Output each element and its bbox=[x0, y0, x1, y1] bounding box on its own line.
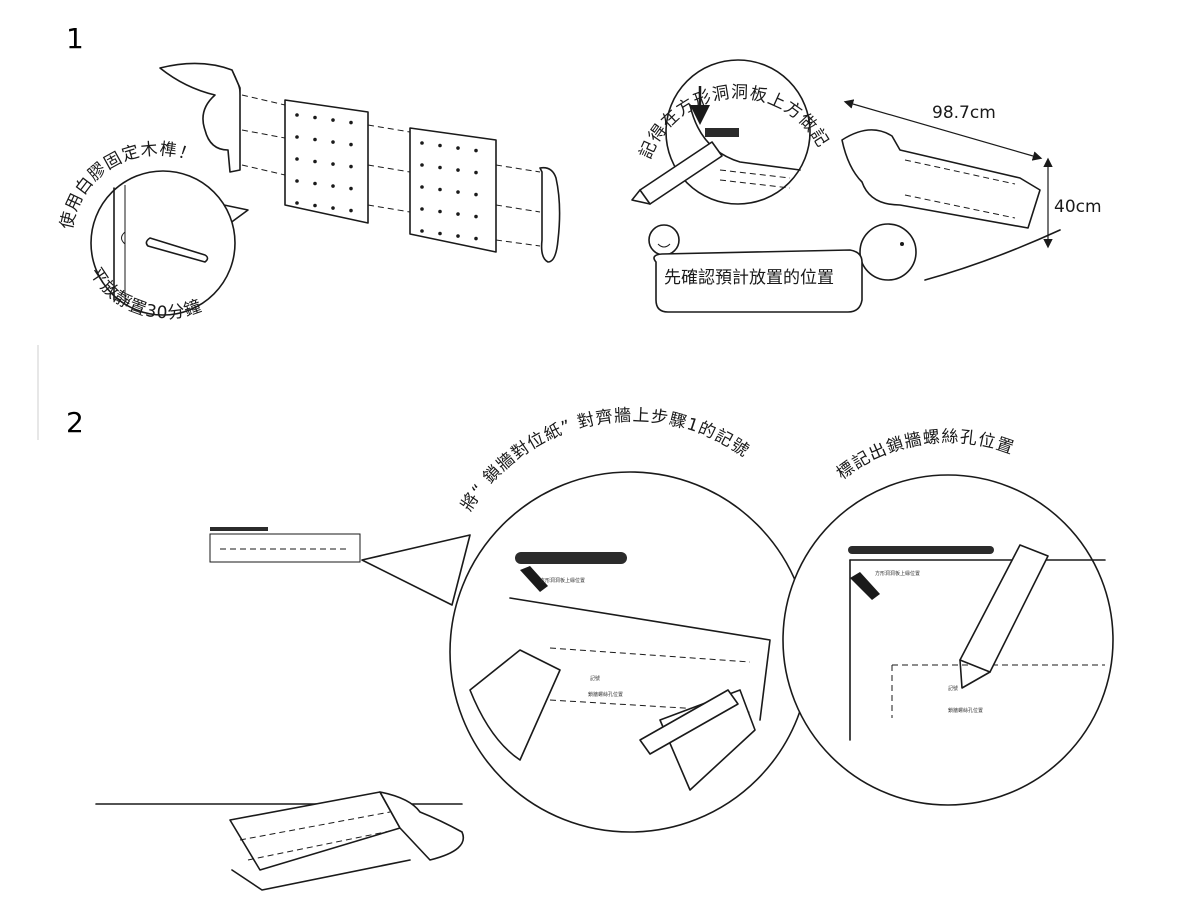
pegboard-panel-2 bbox=[409, 127, 497, 253]
height-label: 40cm bbox=[1054, 197, 1102, 217]
peg-hole bbox=[331, 206, 335, 210]
width-arrow bbox=[843, 99, 1043, 161]
peg-hole bbox=[349, 120, 353, 125]
peg-hole bbox=[420, 207, 424, 211]
step-2-number: 2 bbox=[66, 406, 84, 439]
peg-hole bbox=[474, 192, 478, 197]
dog-tail-piece bbox=[539, 166, 561, 263]
peg-hole bbox=[349, 164, 353, 169]
paper-hole-label: 鎖牆螺絲孔位置 bbox=[588, 691, 623, 698]
dog-face bbox=[859, 223, 917, 281]
peg-hole bbox=[456, 212, 460, 216]
pencil-mark bbox=[705, 128, 739, 137]
peg-hole bbox=[420, 141, 424, 145]
zoom-circle-left: 方形洞洞板上緣位置 記號 鎖牆螺絲孔位置 將“ 鎖牆對位紙” 對齊牆上步驟1的記… bbox=[449, 406, 811, 833]
left-hand bbox=[469, 649, 561, 761]
pointer-arrow-right bbox=[850, 572, 880, 600]
speech-bubble-text: 先確認預計放置的位置 bbox=[664, 268, 834, 288]
peg-hole bbox=[474, 170, 478, 175]
peg-hole bbox=[295, 113, 299, 117]
speech-bubble-box bbox=[653, 249, 863, 313]
peg-hole bbox=[331, 140, 335, 144]
pencil-step2-right bbox=[959, 544, 1049, 673]
peg-hole bbox=[438, 165, 442, 170]
glue-callout: 使用白膠固定木榫！ 平放靜置30分鐘 bbox=[56, 139, 249, 324]
dog-shelf: 98.7cm 40cm bbox=[841, 99, 1102, 281]
peg-hole bbox=[420, 185, 424, 189]
exploded-assembly bbox=[159, 62, 561, 263]
pegboard-holes bbox=[295, 113, 478, 241]
zoom-pointer bbox=[361, 534, 471, 606]
step2-right-instruction: 標記出鎖牆螺絲孔位置 bbox=[833, 427, 1017, 484]
pencil-line-mark-right bbox=[848, 546, 994, 554]
peg-hole bbox=[313, 137, 317, 142]
peg-hole bbox=[349, 142, 353, 147]
peg-hole bbox=[349, 208, 353, 213]
peg-hole bbox=[456, 168, 460, 172]
dog-head-piece bbox=[159, 62, 241, 173]
peg-hole bbox=[313, 181, 317, 186]
wooden-dowel bbox=[145, 237, 209, 263]
alignment-paper-small bbox=[209, 527, 471, 606]
paper-hole-label-right: 鎖牆螺絲孔位置 bbox=[948, 707, 983, 714]
peg-hole bbox=[295, 157, 299, 161]
peg-hole bbox=[456, 190, 460, 194]
peg-hole bbox=[438, 143, 442, 148]
peg-hole bbox=[474, 148, 478, 153]
peg-hole bbox=[313, 115, 317, 120]
width-label: 98.7cm bbox=[932, 103, 996, 123]
step-1-number: 1 bbox=[66, 22, 84, 55]
peg-hole bbox=[331, 162, 335, 166]
peg-hole bbox=[474, 236, 478, 241]
paper-mark-label: 記號 bbox=[590, 675, 600, 682]
peg-hole bbox=[456, 234, 460, 238]
peg-hole bbox=[420, 229, 424, 233]
paper-mark-label-right: 記號 bbox=[948, 685, 958, 692]
peg-hole bbox=[313, 203, 317, 208]
peg-hole bbox=[295, 179, 299, 183]
shelf-on-floor bbox=[95, 791, 465, 891]
peg-hole bbox=[349, 186, 353, 191]
peg-hole bbox=[295, 201, 299, 205]
paper-top-label: 方形洞洞板上緣位置 bbox=[540, 577, 585, 584]
pencil bbox=[639, 141, 723, 205]
peg-hole bbox=[313, 159, 317, 164]
peg-hole bbox=[474, 214, 478, 219]
pencil-line-mark bbox=[515, 552, 627, 564]
peg-hole bbox=[456, 146, 460, 150]
peg-hole bbox=[438, 187, 442, 192]
peg-hole bbox=[438, 209, 442, 214]
peg-hole bbox=[420, 163, 424, 167]
pencil-step2-left bbox=[639, 689, 739, 755]
peg-hole bbox=[331, 118, 335, 122]
paper-top-label-right: 方形洞洞板上緣位置 bbox=[875, 570, 920, 577]
pointer-arrow bbox=[520, 566, 548, 592]
zoom-circle-right: 方形洞洞板上緣位置 記號 鎖牆螺絲孔位置 標記出鎖牆螺絲孔位置 bbox=[782, 427, 1114, 806]
peg-hole bbox=[295, 135, 299, 139]
peg-hole bbox=[438, 231, 442, 236]
peg-hole bbox=[331, 184, 335, 188]
speech-bubble: 先確認預計放置的位置 bbox=[648, 223, 917, 313]
pegboard-panel-1 bbox=[284, 99, 369, 224]
small-face bbox=[648, 224, 680, 256]
